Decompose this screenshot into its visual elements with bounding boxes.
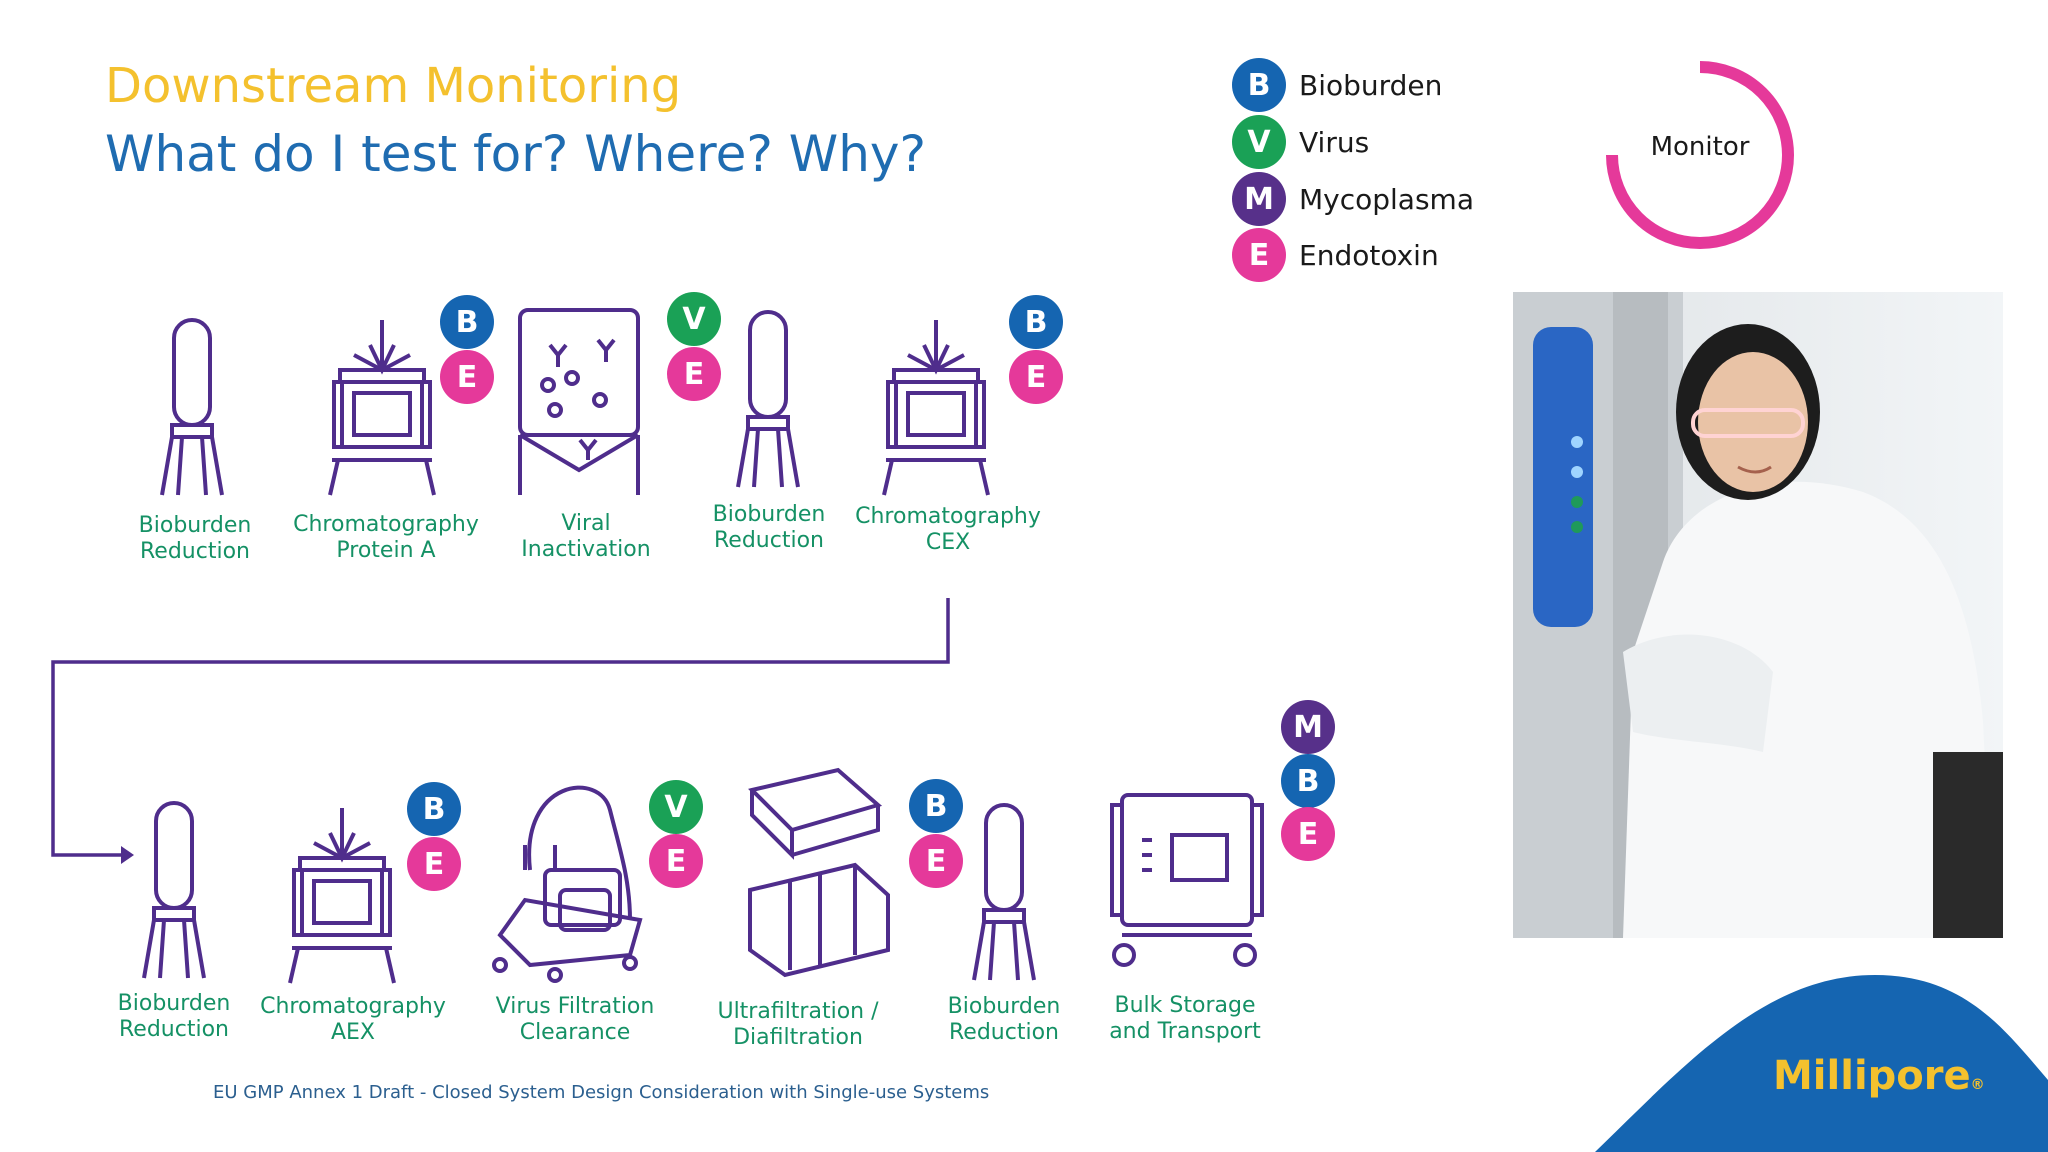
inactivation-tank-icon <box>518 308 640 495</box>
endotoxin-badge: E <box>1281 807 1335 861</box>
step-label-line: Viral <box>561 511 611 536</box>
step-label-line: Chromatography <box>293 512 479 537</box>
virus-filtration-cart-icon <box>492 785 643 983</box>
step-label-bioburden-reduction: Bioburden Reduction <box>75 513 315 565</box>
monitor-label: Monitor <box>1650 132 1750 162</box>
endotoxin-badge: E <box>909 834 963 888</box>
chromatography-column-icon <box>328 318 436 497</box>
filter-icon <box>142 801 206 980</box>
step-label-line: Reduction <box>119 1017 229 1042</box>
page-title: Downstream Monitoring <box>105 58 682 114</box>
bioburden-badge: B <box>1281 754 1335 808</box>
step-label-bioburden-reduction: Bioburden Reduction <box>54 991 294 1043</box>
monitor-ring-icon <box>1606 61 1794 249</box>
legend-item-bioburden: B Bioburden <box>1232 57 1442 113</box>
step-label-line: Bioburden <box>138 513 252 538</box>
endotoxin-badge: E <box>1009 350 1063 404</box>
step-label-line: and Transport <box>1109 1019 1261 1044</box>
step-label-line: Bulk Storage <box>1114 993 1256 1018</box>
step-label-viral-inactivation: Viral Inactivation <box>466 511 706 563</box>
step-label-line: Clearance <box>519 1020 631 1045</box>
millipore-logo: Millipore® <box>1773 1053 1985 1099</box>
endotoxin-badge: E <box>407 837 461 891</box>
legend-label: Bioburden <box>1299 68 1443 102</box>
step-label-virus-filtration-clearance: Virus Filtration Clearance <box>455 994 695 1046</box>
step-label-bioburden-reduction: Bioburden Reduction <box>884 994 1124 1046</box>
step-label-line: Bioburden <box>117 991 231 1016</box>
legend-label: Virus <box>1299 125 1370 159</box>
step-label-line: Diafiltration <box>733 1025 863 1050</box>
registered-mark: ® <box>1970 1077 1985 1093</box>
legend-label: Mycoplasma <box>1299 182 1474 216</box>
step-label-bulk-storage-transport: Bulk Storage and Transport <box>1065 993 1305 1045</box>
bioburden-badge: B <box>1232 58 1286 112</box>
step-label-line: Chromatography <box>260 994 446 1019</box>
bioburden-badge: B <box>909 779 963 833</box>
mycoplasma-badge: M <box>1232 172 1286 226</box>
step-label-line: Ultrafiltration / <box>717 999 879 1024</box>
chromatography-column-icon <box>288 806 396 985</box>
step-label-line: Bioburden <box>947 994 1061 1019</box>
footnote: EU GMP Annex 1 Draft - Closed System Des… <box>213 1082 990 1103</box>
virus-badge: V <box>667 292 721 346</box>
mycoplasma-badge: M <box>1281 700 1335 754</box>
legend-item-virus: V Virus <box>1232 114 1369 170</box>
virus-badge: V <box>1232 115 1286 169</box>
arrow-head-icon <box>121 846 134 864</box>
chromatography-column-icon <box>882 318 990 497</box>
step-label-line: Reduction <box>714 528 824 553</box>
process-connector-line <box>51 598 950 857</box>
step-label-line: Inactivation <box>521 537 651 562</box>
filter-icon <box>736 310 800 489</box>
page-subtitle: What do I test for? Where? Why? <box>105 125 927 183</box>
step-label-line: Reduction <box>949 1020 1059 1045</box>
brand-corner-shape <box>1595 975 2048 1152</box>
lab-scientist-photo <box>1513 292 2003 938</box>
ultrafiltration-cassette-icon <box>748 767 890 978</box>
legend-item-endotoxin: E Endotoxin <box>1232 227 1439 283</box>
bioburden-badge: B <box>1009 295 1063 349</box>
endotoxin-badge: E <box>440 350 494 404</box>
bioburden-badge: B <box>407 782 461 836</box>
step-label-chromatography-aex: Chromatography AEX <box>233 994 473 1046</box>
brand-name: Millipore <box>1773 1053 1971 1099</box>
virus-badge: V <box>649 780 703 834</box>
endotoxin-badge: E <box>667 347 721 401</box>
endotoxin-badge: E <box>1232 228 1286 282</box>
step-label-bioburden-reduction: Bioburden Reduction <box>649 502 889 554</box>
filter-icon <box>972 803 1036 982</box>
legend-item-mycoplasma: M Mycoplasma <box>1232 171 1474 227</box>
step-label-ultrafiltration-diafiltration: Ultrafiltration / Diafiltration <box>678 999 918 1051</box>
step-label-line: Chromatography <box>855 504 1041 529</box>
step-label-chromatography-protein-a: Chromatography Protein A <box>266 512 506 564</box>
bioburden-badge: B <box>440 295 494 349</box>
bulk-storage-cart-icon <box>1110 793 1264 967</box>
step-label-line: CEX <box>925 530 971 555</box>
legend-label: Endotoxin <box>1299 238 1439 272</box>
step-label-line: Protein A <box>336 538 436 563</box>
step-label-chromatography-cex: Chromatography CEX <box>828 504 1068 556</box>
endotoxin-badge: E <box>649 834 703 888</box>
step-label-line: Reduction <box>140 539 250 564</box>
filter-icon <box>160 318 224 497</box>
step-label-line: Virus Filtration <box>495 994 655 1019</box>
step-label-line: Bioburden <box>712 502 826 527</box>
step-label-line: AEX <box>330 1020 376 1045</box>
